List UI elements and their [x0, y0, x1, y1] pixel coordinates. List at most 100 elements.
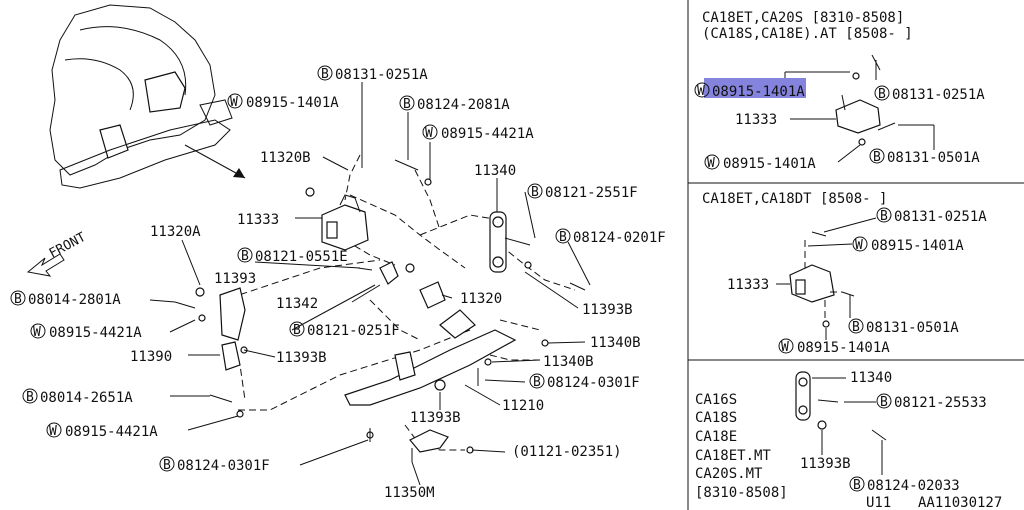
diagram-code: AA11030127 — [918, 495, 1002, 510]
svg-text:B: B — [852, 320, 860, 335]
label-11333: 11333 — [237, 212, 279, 228]
bracket-11320 — [419, 281, 446, 309]
svg-text:B: B — [533, 375, 541, 390]
fastener-b08124-0301f-bottom: B 08124-0301F — [159, 456, 270, 474]
svg-text:08121-0251F: 08121-0251F — [307, 323, 400, 339]
svg-text:B: B — [403, 97, 411, 112]
label-11320b: 11320B — [260, 150, 311, 166]
fastener-b08124-2081a: B 08124-2081A — [399, 95, 510, 113]
svg-text:B: B — [531, 185, 539, 200]
svg-text:B: B — [880, 395, 888, 410]
svg-text:W: W — [230, 95, 238, 110]
crossmember-11210 — [344, 309, 517, 406]
svg-text:B: B — [26, 390, 34, 405]
label-11393b-bottom: 11393B — [410, 410, 461, 426]
label-11390: 11390 — [130, 349, 172, 365]
svg-text:08915-1401A: 08915-1401A — [246, 95, 339, 111]
fastener-b08121-0551e: B 08121-0551E — [237, 247, 348, 265]
model-ca18s: CA18S — [695, 410, 737, 426]
svg-text:B: B — [14, 292, 22, 307]
panel-borders — [687, 0, 1024, 510]
leader-lines — [149, 82, 591, 486]
assembly-dashed-lines — [229, 154, 576, 451]
svg-text:W: W — [425, 126, 433, 141]
label-01121-02351: (01121-02351) — [512, 444, 622, 460]
fastener-labels: B 08131-0251A W 08915-1401A B 08124-2081… — [10, 65, 666, 474]
fastener-b08014-2651a: B 08014-2651A — [22, 388, 133, 406]
panel1-bolt-0251a: 08131-0251A — [892, 87, 985, 103]
front-label: FRONT — [47, 230, 89, 262]
panel1-header-line1: CA18ET,CA20S [8310-8508] — [702, 10, 904, 26]
panel1-washer-highlighted[interactable]: 08915-1401A — [712, 84, 805, 100]
fastener-b08124-0301f-right: B 08124-0301F — [529, 373, 640, 391]
label-11393b-left: 11393B — [276, 350, 327, 366]
svg-text:W: W — [697, 84, 705, 99]
model-date-range: [8310-8508] — [695, 485, 788, 501]
fastener-w08915-1401a: W 08915-1401A — [227, 93, 339, 111]
bracket-11342 — [379, 261, 415, 285]
fastener-b08121-0251f: B 08121-0251F — [289, 321, 400, 339]
svg-text:B: B — [321, 67, 329, 82]
panel-2-variant: CA18ET,CA18DT [8508- ] B 08131-0251A W 0… — [702, 191, 987, 356]
svg-text:B: B — [873, 150, 881, 165]
svg-text:W: W — [33, 325, 41, 340]
panel2-part-11333: 11333 — [727, 277, 769, 293]
fastener-b08014-2801a: B 08014-2801A — [10, 290, 121, 308]
insulator-11340 — [489, 211, 507, 273]
model-ca18e: CA18E — [695, 429, 737, 445]
svg-text:08915-4421A: 08915-4421A — [65, 424, 158, 440]
panel2-washer-1401a: 08915-1401A — [871, 238, 964, 254]
model-ca20s-mt: CA20S.MT — [695, 466, 763, 482]
svg-text:08121-0551E: 08121-0551E — [255, 249, 348, 265]
label-11340b-mid: 11340B — [543, 354, 594, 370]
fastener-w08915-4421a-left: W 08915-4421A — [30, 323, 142, 341]
label-11320a: 11320A — [150, 224, 201, 240]
panel2-bolt-0501a: 08131-0501A — [866, 320, 959, 336]
svg-text:B: B — [878, 87, 886, 102]
mount-bracket-11333 — [305, 187, 369, 251]
panel-1-variant: CA18ET,CA20S [8310-8508] (CA18S,CA18E).A… — [694, 10, 985, 172]
svg-text:B: B — [241, 249, 249, 264]
svg-text:W: W — [49, 424, 57, 439]
model-ca16s: CA16S — [695, 392, 737, 408]
svg-text:08131-0251A: 08131-0251A — [335, 67, 428, 83]
panel1-bolt-0501a: 08131-0501A — [887, 150, 980, 166]
front-arrow: FRONT — [26, 230, 89, 277]
highlight-selection[interactable] — [704, 78, 806, 98]
panel-3-variant: 11340 B 08121-25533 11393B B 08124-02033… — [695, 370, 1002, 510]
svg-text:08915-4421A: 08915-4421A — [49, 325, 142, 341]
fastener-b08131-0251a: B 08131-0251A — [317, 65, 428, 83]
label-11393: 11393 — [214, 271, 256, 287]
rear-mount-11350m — [366, 429, 474, 462]
svg-text:08124-0301F: 08124-0301F — [547, 375, 640, 391]
bracket-11393 — [195, 287, 248, 371]
svg-text:08014-2801A: 08014-2801A — [28, 292, 121, 308]
fastener-b08121-2551f: B 08121-2551F — [527, 183, 638, 201]
engine-assembly-illustration — [49, 4, 246, 189]
label-11350m: 11350M — [384, 485, 435, 501]
svg-text:08124-0301F: 08124-0301F — [177, 458, 270, 474]
svg-text:08124-2081A: 08124-2081A — [417, 97, 510, 113]
panel3-part-11340: 11340 — [850, 370, 892, 386]
label-11210: 11210 — [502, 398, 544, 414]
panel2-header: CA18ET,CA18DT [8508- ] — [702, 191, 887, 207]
svg-text:B: B — [880, 209, 888, 224]
label-11342: 11342 — [276, 296, 318, 312]
svg-text:B: B — [853, 478, 861, 493]
svg-text:B: B — [559, 230, 567, 245]
code-u11: U11 — [866, 495, 891, 510]
label-11340b-right: 11340B — [590, 335, 641, 351]
fastener-w08915-4421a-bottom: W 08915-4421A — [46, 422, 158, 440]
label-11320: 11320 — [460, 291, 502, 307]
label-11393b-right: 11393B — [582, 302, 633, 318]
panel2-bolt-0251a: 08131-0251A — [894, 209, 987, 225]
bolts — [174, 150, 586, 442]
panel1-part-11333: 11333 — [735, 112, 777, 128]
svg-text:08121-2551F: 08121-2551F — [545, 185, 638, 201]
svg-text:B: B — [293, 323, 301, 338]
panel1-header-line2: (CA18S,CA18E).AT [8508- ] — [702, 26, 913, 42]
main-labels: 11320B 11333 11320A 11393 11390 11342 11… — [130, 150, 641, 501]
svg-text:W: W — [781, 340, 789, 355]
svg-text:08124-0201F: 08124-0201F — [573, 230, 666, 246]
